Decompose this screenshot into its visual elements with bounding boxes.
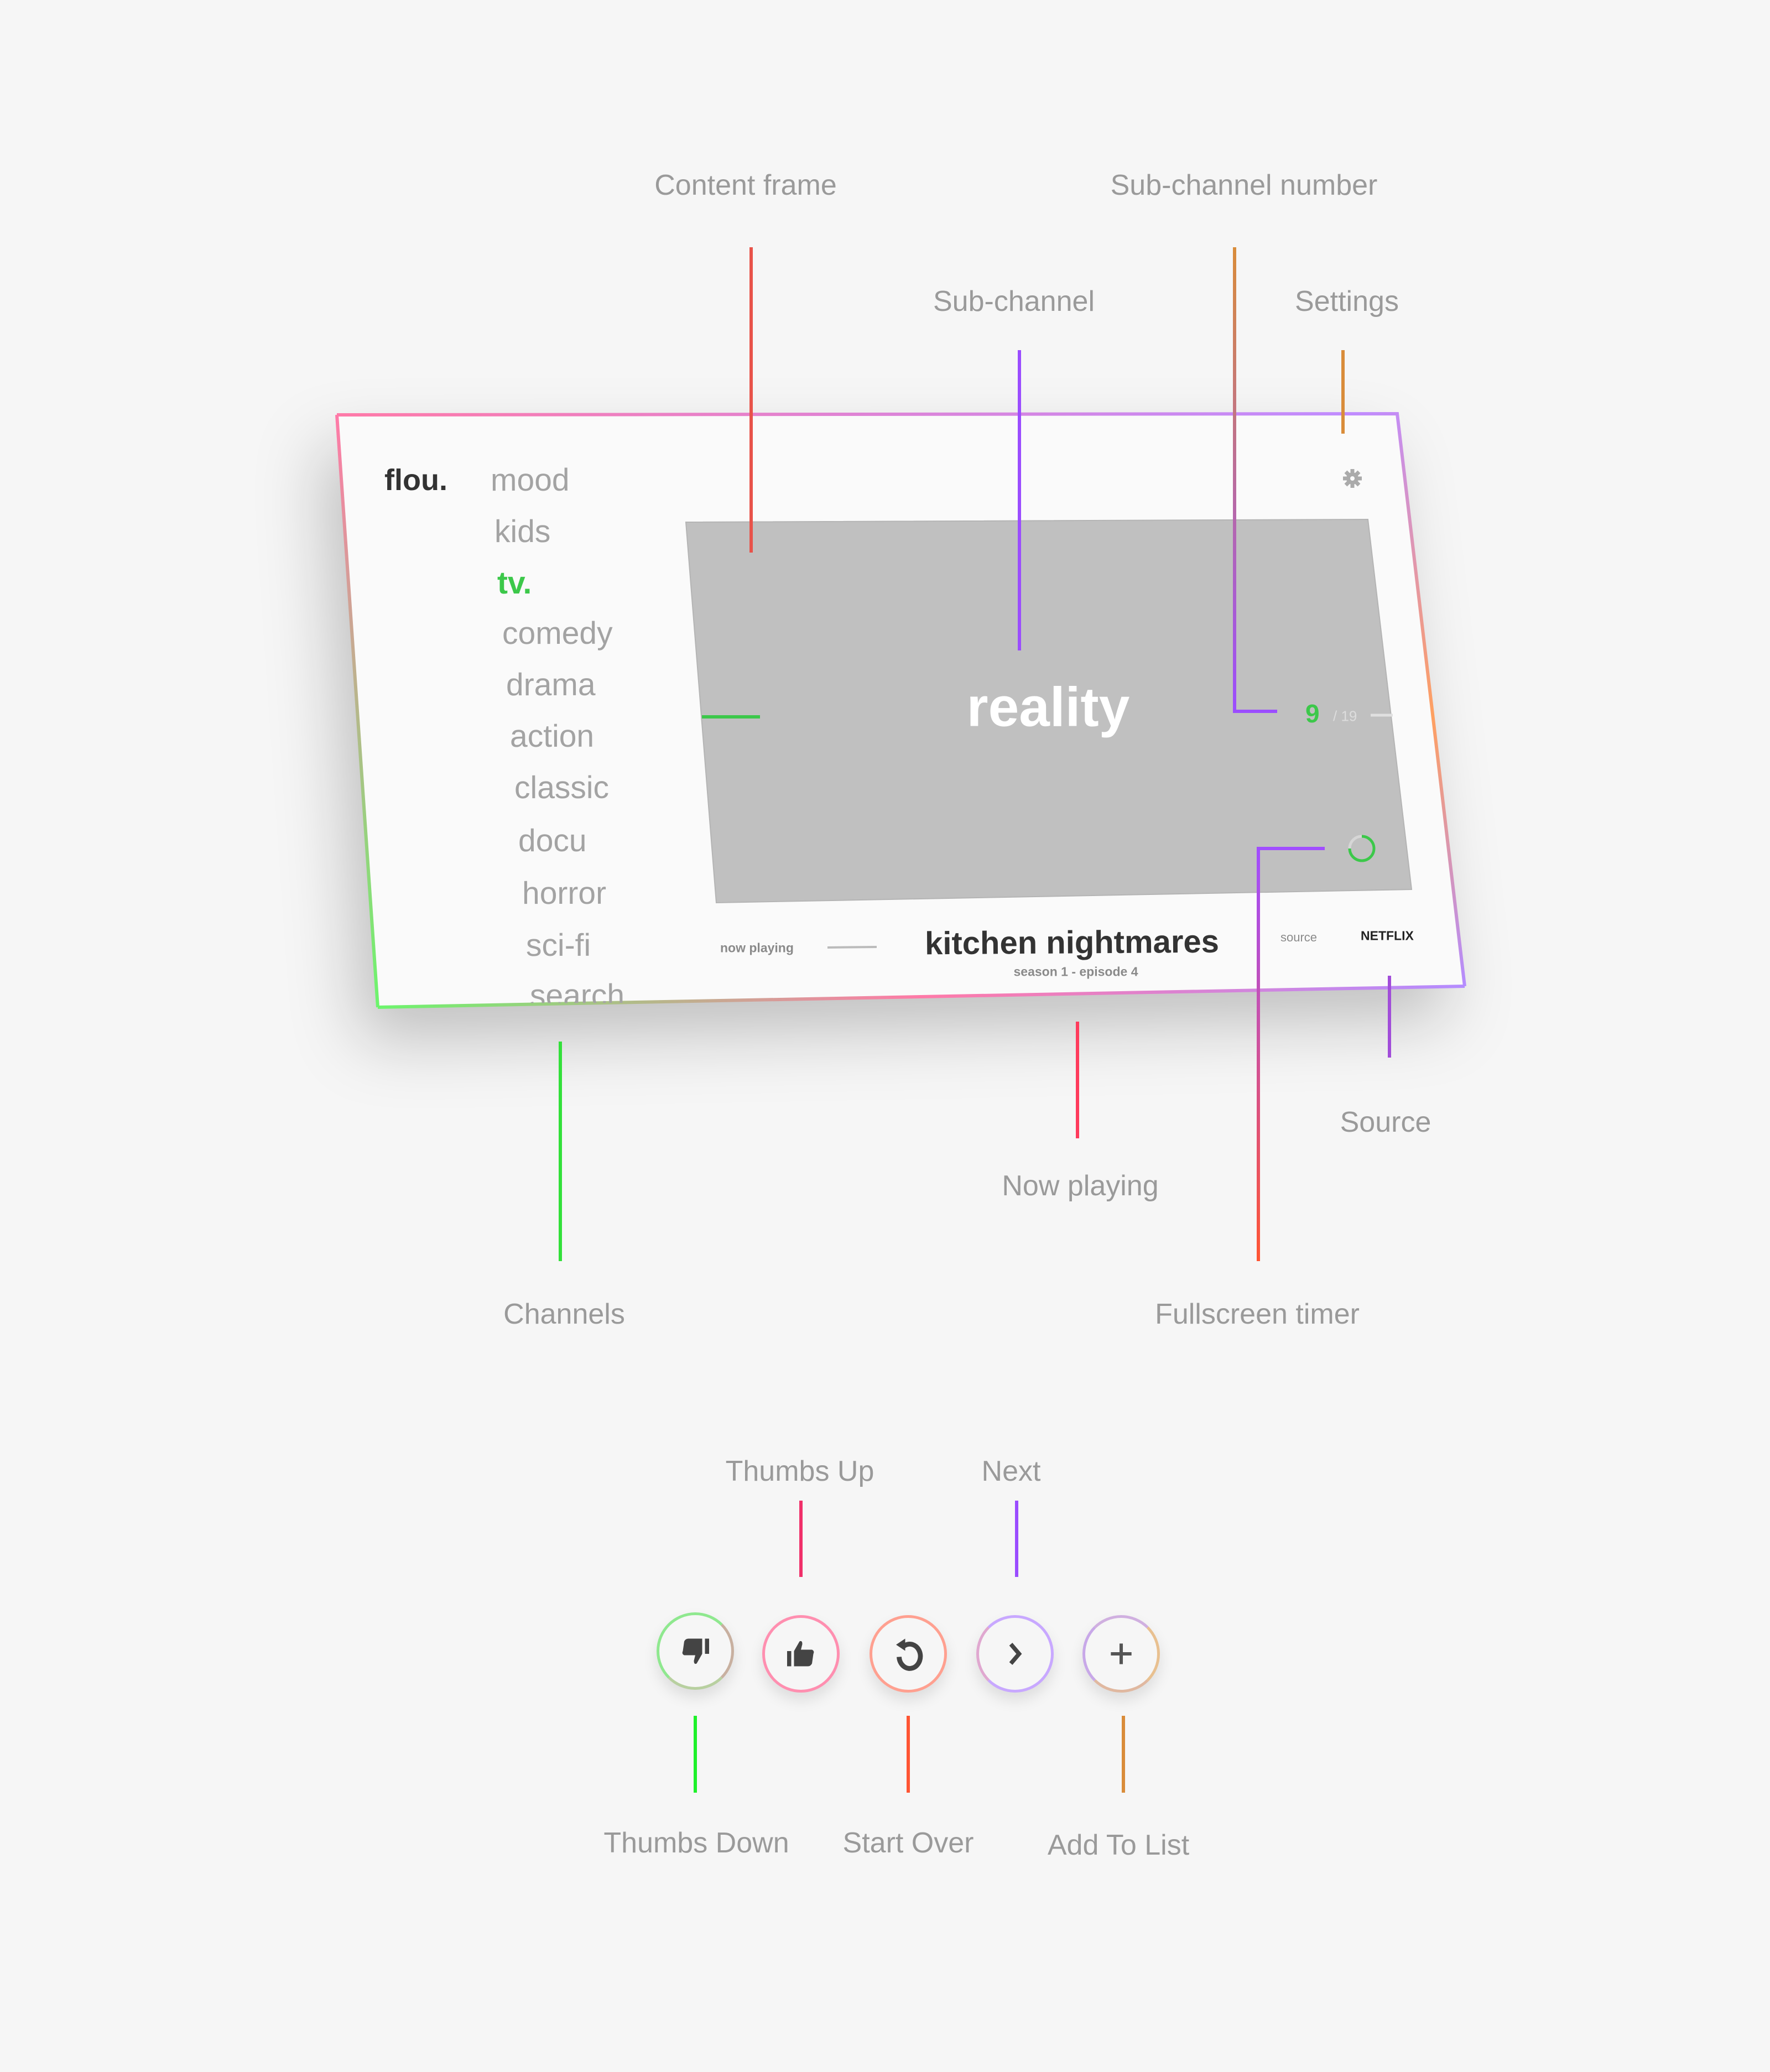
annotation-line-fullscreen-timer	[1257, 847, 1325, 1261]
panel-border-top-right	[336, 412, 1466, 987]
next-button[interactable]	[976, 1615, 1054, 1693]
channel-item-action[interactable]: action	[509, 718, 595, 754]
annotation-fullscreen-timer: Fullscreen timer	[1155, 1298, 1360, 1330]
plus-icon	[1111, 1643, 1132, 1664]
thumbs-down-icon	[682, 1638, 709, 1664]
channel-item-tv[interactable]: tv.	[497, 565, 532, 601]
annotation-start-over: Start Over	[842, 1827, 974, 1859]
annotation-thumbs-down: Thumbs Down	[603, 1827, 789, 1859]
now-playing-title: kitchen nightmares	[924, 923, 1220, 962]
content-frame	[685, 518, 1413, 904]
fullscreen-timer-icon	[1348, 835, 1376, 862]
annotation-add-to-list: Add To List	[1047, 1829, 1190, 1861]
now-playing-label: now playing	[720, 940, 794, 955]
settings-gear-icon	[1343, 469, 1362, 488]
start-over-button[interactable]	[870, 1615, 947, 1693]
channel-item-kids[interactable]: kids	[494, 513, 551, 550]
annotation-subchannel-number: Sub-channel number	[1110, 169, 1378, 201]
annotation-content-frame: Content frame	[654, 169, 837, 201]
source-value: NETFLIX	[1361, 928, 1414, 943]
annotation-channels: Channels	[503, 1298, 625, 1330]
panel-border-left	[335, 414, 379, 1008]
thumbs-up-button[interactable]	[762, 1615, 840, 1693]
channel-item-comedy[interactable]: comedy	[502, 615, 613, 652]
channel-item-mood[interactable]: mood	[490, 462, 570, 498]
subchannel-number: 9	[1305, 699, 1320, 728]
restart-icon	[896, 1638, 923, 1671]
now-playing-episode: season 1 - episode 4	[1013, 964, 1138, 979]
annotation-settings: Settings	[1295, 285, 1399, 317]
channel-item-drama[interactable]: drama	[506, 667, 596, 703]
chevron-right-icon	[1009, 1643, 1022, 1665]
source-label: source	[1280, 930, 1318, 944]
channel-item-docu[interactable]: docu	[518, 822, 587, 859]
now-playing-divider	[827, 946, 877, 949]
annotation-line-subchannel-number	[1233, 247, 1277, 713]
annotation-next: Next	[981, 1455, 1041, 1487]
annotation-source: Source	[1340, 1106, 1431, 1138]
channel-item-classic[interactable]: classic	[514, 769, 610, 806]
thumbs-up-icon	[787, 1641, 814, 1667]
add-to-list-button[interactable]	[1082, 1615, 1160, 1693]
annotation-subchannel: Sub-channel	[933, 285, 1095, 317]
panel-border-bottom	[377, 985, 1465, 1009]
app-logo: flou.	[384, 464, 447, 497]
channel-item-horror[interactable]: horror	[522, 875, 607, 912]
annotation-thumbs-up: Thumbs Up	[725, 1455, 874, 1487]
annotation-now-playing: Now playing	[1002, 1170, 1159, 1202]
subchannel-total: / 19	[1333, 707, 1357, 725]
thumbs-down-button[interactable]	[657, 1612, 734, 1690]
subchannel-title: reality	[966, 676, 1130, 738]
channel-item-sci-fi[interactable]: sci-fi	[525, 927, 591, 964]
